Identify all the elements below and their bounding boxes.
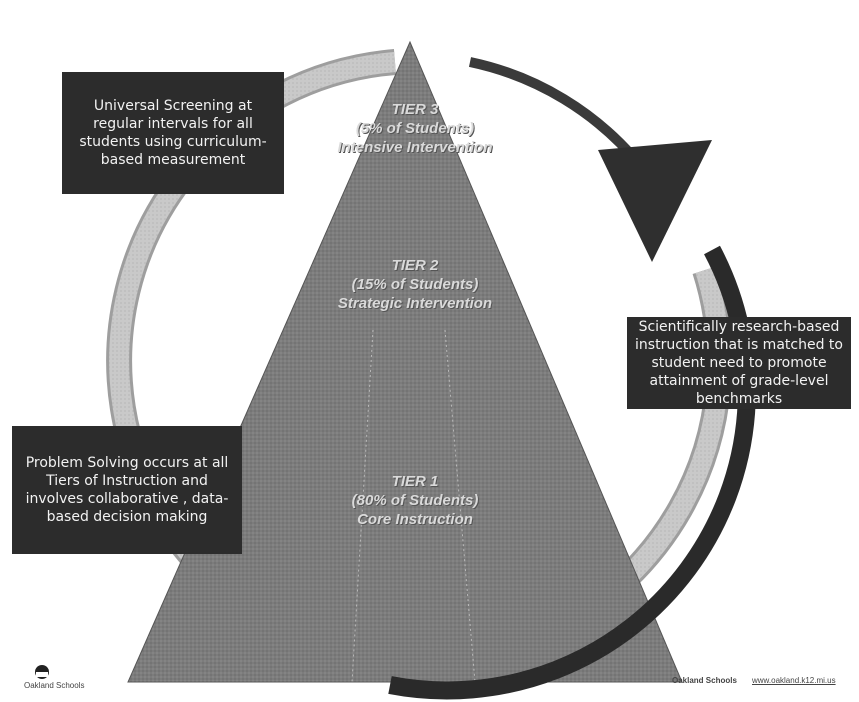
- tier1-desc: Core Instruction: [357, 511, 473, 528]
- instruction-box: Scientifically research-based instructio…: [627, 317, 851, 409]
- tier2-label: TIER 2 (15% of Students) Strategic Inter…: [295, 256, 535, 313]
- tier3-name: TIER 3: [391, 101, 439, 118]
- tier2-desc: Strategic Intervention: [337, 295, 493, 312]
- cycle-arrowhead: [598, 140, 712, 262]
- tier1-label: TIER 1 (80% of Students) Core Instructio…: [295, 472, 535, 529]
- footer-right-org: Oakland Schools: [672, 676, 737, 685]
- tier2-pct: (15% of Students): [351, 276, 479, 293]
- tier1-name: TIER 1: [391, 473, 439, 490]
- tier3-pct: (5% of Students): [355, 120, 475, 137]
- tier1-pct: (80% of Students): [351, 492, 479, 509]
- cycle-arrow-top: [468, 57, 644, 169]
- footer-right-url[interactable]: www.oakland.k12.mi.us: [752, 676, 836, 685]
- footer-left-logo: Oakland Schools: [24, 681, 85, 690]
- tier3-desc: Intensive Intervention: [337, 139, 493, 156]
- tier3-label: TIER 3 (5% of Students) Intensive Interv…: [300, 100, 530, 157]
- problem-solving-box: Problem Solving occurs at all Tiers of I…: [12, 426, 242, 554]
- tier2-name: TIER 2: [391, 257, 439, 274]
- screening-box: Universal Screening at regular intervals…: [62, 72, 284, 194]
